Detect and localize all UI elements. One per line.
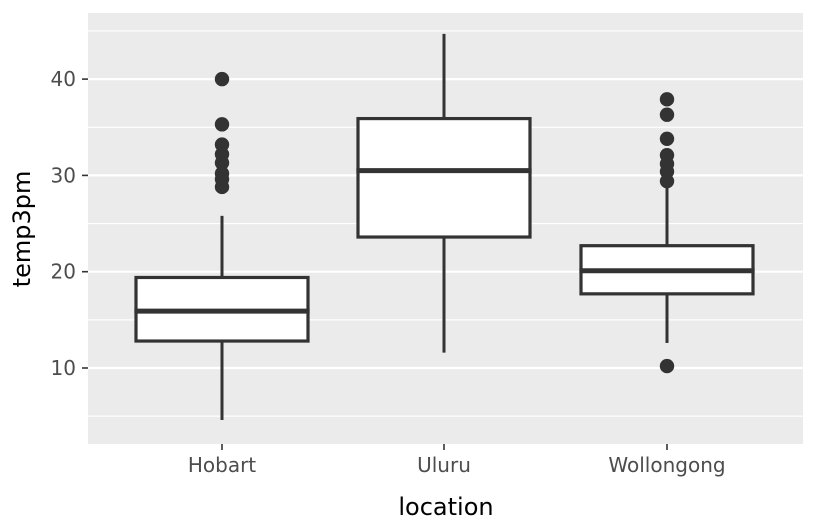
- x-axis-title: location: [398, 493, 493, 521]
- boxplot-uluru: [356, 33, 532, 353]
- x-tick-label-uluru: Uluru: [417, 453, 471, 477]
- y-tick-label: 40: [51, 67, 76, 91]
- outlier-point: [659, 107, 675, 122]
- boxplot-wollongong: [579, 92, 755, 374]
- outlier-point: [214, 179, 230, 195]
- x-tick-label-wollongong: Wollongong: [608, 453, 725, 477]
- y-axis-ticks: [82, 78, 88, 369]
- outlier-point: [214, 71, 230, 87]
- x-axis-ticks: [221, 444, 668, 450]
- y-axis-tick-labels: 10 20 30 40: [51, 67, 76, 380]
- y-tick-label: 20: [51, 260, 76, 284]
- outlier-point: [659, 92, 675, 107]
- x-axis-tick-labels: Hobart Uluru Wollongong: [188, 453, 726, 477]
- y-tick-label: 30: [51, 163, 76, 187]
- y-tick-label: 10: [51, 356, 76, 380]
- outlier-point: [659, 358, 675, 374]
- outlier-point: [214, 117, 230, 132]
- boxplot-hobart: [134, 71, 310, 421]
- outlier-point: [214, 155, 230, 171]
- x-tick-label-hobart: Hobart: [188, 453, 256, 477]
- boxplot-series: [134, 33, 755, 421]
- outlier-point: [659, 173, 675, 189]
- box-iqr: [356, 116, 532, 239]
- outlier-point: [659, 131, 675, 147]
- y-axis-title: temp3pm: [8, 171, 36, 288]
